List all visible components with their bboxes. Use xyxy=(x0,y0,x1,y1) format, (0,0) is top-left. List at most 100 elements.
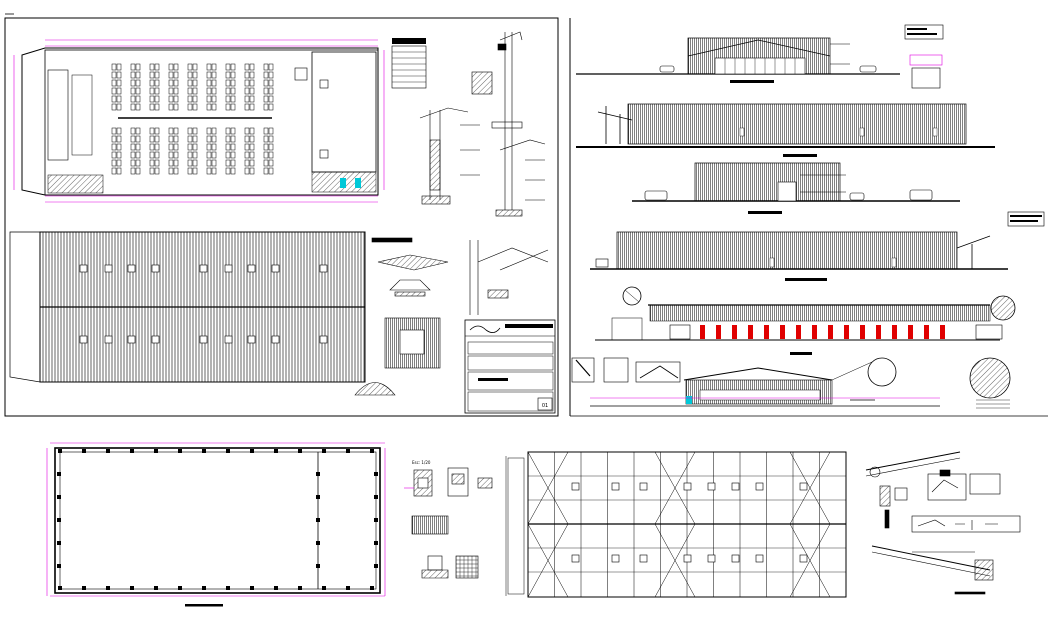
skylight xyxy=(127,335,136,344)
skylight xyxy=(271,264,280,273)
shelf-unit xyxy=(149,167,155,175)
shelf-unit xyxy=(225,103,231,111)
shelf-unit xyxy=(211,63,217,71)
shelf-unit xyxy=(135,95,141,103)
skylight xyxy=(799,554,808,563)
shelf-unit xyxy=(249,159,255,167)
storefront-column xyxy=(940,325,945,339)
shelf-unit xyxy=(111,159,117,167)
footing xyxy=(58,449,62,453)
skylight xyxy=(639,482,648,491)
shelf-unit xyxy=(206,127,212,135)
skylight xyxy=(151,264,160,273)
shelf-unit xyxy=(206,103,212,111)
shelf-unit xyxy=(130,103,136,111)
shelf-unit xyxy=(130,143,136,151)
shelf-unit xyxy=(230,95,236,103)
footing xyxy=(58,586,62,590)
shelf-unit xyxy=(130,87,136,95)
connection-details xyxy=(865,451,1021,595)
shelf-unit xyxy=(154,79,160,87)
shelf-unit xyxy=(173,71,179,79)
left-drawing-frame xyxy=(4,17,559,417)
shelf-unit xyxy=(249,135,255,143)
storefront-column xyxy=(892,325,897,339)
shelf-unit xyxy=(249,71,255,79)
storefront-column xyxy=(876,325,881,339)
shelf-unit xyxy=(149,135,155,143)
shelf-unit xyxy=(225,127,231,135)
shelf-unit xyxy=(135,63,141,71)
footing xyxy=(316,541,320,545)
shelf-unit xyxy=(263,103,269,111)
skylight xyxy=(319,335,328,344)
shelf-unit xyxy=(135,135,141,143)
shelf-unit xyxy=(268,151,274,159)
shelf-unit xyxy=(111,135,117,143)
shelf-unit xyxy=(116,167,122,175)
front-elevation xyxy=(576,37,900,83)
skylight xyxy=(104,335,113,344)
shelf-unit xyxy=(192,151,198,159)
shelf-unit xyxy=(135,151,141,159)
shelf-unit xyxy=(268,135,274,143)
shelf-unit xyxy=(173,95,179,103)
shelf-unit xyxy=(135,167,141,175)
shelf-unit xyxy=(116,87,122,95)
shelf-unit xyxy=(111,95,117,103)
shelf-unit xyxy=(244,71,250,79)
shelf-unit xyxy=(192,95,198,103)
shelf-unit xyxy=(187,135,193,143)
skylight xyxy=(79,335,88,344)
shelf-unit xyxy=(211,159,217,167)
shelf-unit xyxy=(116,79,122,87)
shelf-unit xyxy=(192,87,198,95)
shelf-unit xyxy=(168,63,174,71)
shelf-unit xyxy=(135,127,141,135)
shelf-unit xyxy=(230,87,236,95)
footing xyxy=(82,449,86,453)
footing xyxy=(370,449,374,453)
shelf-unit xyxy=(149,79,155,87)
shelf-unit xyxy=(225,63,231,71)
shelf-unit xyxy=(130,95,136,103)
skylight xyxy=(611,554,620,563)
skylight xyxy=(319,264,328,273)
shelf-unit xyxy=(249,103,255,111)
shelf-unit xyxy=(173,79,179,87)
storefront-column xyxy=(764,325,769,339)
skylight xyxy=(731,554,740,563)
shelf-unit xyxy=(192,135,198,143)
shelf-unit xyxy=(192,79,198,87)
shelf-unit xyxy=(154,71,160,79)
footing xyxy=(202,586,206,590)
footing xyxy=(374,495,378,499)
shelf-unit xyxy=(111,79,117,87)
skylight xyxy=(199,335,208,344)
storefront-column xyxy=(844,325,849,339)
shelf-unit xyxy=(168,167,174,175)
skylight xyxy=(571,482,580,491)
shelf-unit xyxy=(268,87,274,95)
shelf-unit xyxy=(130,167,136,175)
storefront-column xyxy=(860,325,865,339)
footing xyxy=(322,449,326,453)
shelf-unit xyxy=(211,143,217,151)
shelf-unit xyxy=(192,103,198,111)
shelf-unit xyxy=(268,95,274,103)
shelf-unit xyxy=(187,151,193,159)
skylight xyxy=(799,482,808,491)
shelf-unit xyxy=(230,71,236,79)
shelf-unit xyxy=(187,143,193,151)
shelf-unit xyxy=(149,127,155,135)
shelf-unit xyxy=(173,135,179,143)
shelf-unit xyxy=(135,103,141,111)
shelf-unit xyxy=(168,95,174,103)
footing xyxy=(57,518,61,522)
footing xyxy=(346,586,350,590)
shelf-unit xyxy=(192,63,198,71)
shelf-unit xyxy=(154,151,160,159)
room-legend-table xyxy=(391,38,427,89)
shelf-unit xyxy=(268,71,274,79)
shelf-unit xyxy=(225,167,231,175)
